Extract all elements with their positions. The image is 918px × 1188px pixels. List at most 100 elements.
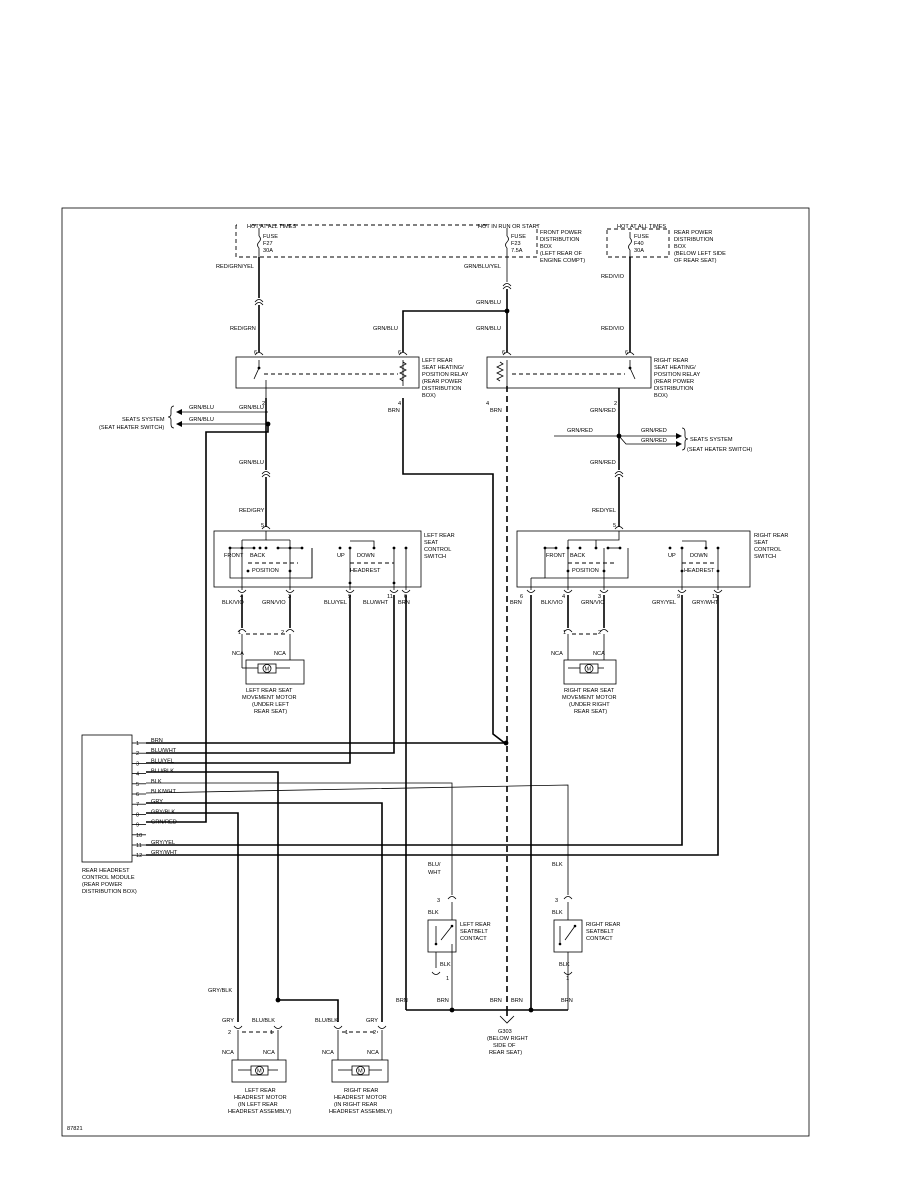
wire-label-grn-blu-6: GRN/BLU <box>189 417 214 423</box>
svg-text:MOVEMENT MOTOR: MOVEMENT MOTOR <box>242 695 297 701</box>
svg-text:(LEFT REAR OF: (LEFT REAR OF <box>540 251 582 257</box>
svg-text:CONTACT: CONTACT <box>586 936 613 942</box>
svg-text:LEFT REAR: LEFT REAR <box>422 358 453 364</box>
front-power-distribution-box <box>235 224 538 258</box>
seats-system-right: SEATS SYSTEM (SEAT HEATER SWITCH) <box>681 427 752 453</box>
svg-text:POSITION RELAY: POSITION RELAY <box>422 372 468 378</box>
svg-text:RIGHT REAR SEAT: RIGHT REAR SEAT <box>564 688 615 694</box>
svg-text:(REAR POWER: (REAR POWER <box>422 379 462 385</box>
left-rear-seat-motor-wiring: 1 2 NCA NCA M <box>232 595 305 685</box>
svg-text:REAR SEAT): REAR SEAT) <box>489 1050 522 1056</box>
front-dist-box-text: FRONT POWER DISTRIBUTION BOX (LEFT REAR … <box>540 230 585 264</box>
wire-label-grn-blu-4: GRN/BLU <box>239 405 264 411</box>
wire-label-blu-wht-belt-2: WHT <box>428 870 441 876</box>
fuse-f27-label: FUSE <box>263 234 278 240</box>
svg-text:2: 2 <box>262 401 265 407</box>
svg-text:1: 1 <box>345 1030 348 1036</box>
svg-text:RIGHT REAR: RIGHT REAR <box>754 533 788 539</box>
wire-label-gry-blk: GRY/BLK <box>208 988 232 994</box>
svg-text:2: 2 <box>614 401 617 407</box>
svg-text:(UNDER LEFT: (UNDER LEFT <box>252 702 290 708</box>
svg-text:NCA: NCA <box>263 1050 275 1056</box>
module-pin-wire-color: BLK/WHT <box>151 789 176 795</box>
wire-label-red-gry: RED/GRY <box>239 508 265 514</box>
svg-text:G303: G303 <box>498 1029 512 1035</box>
fuse-f40-label: FUSE <box>634 234 649 240</box>
wire-label-brn-right-relay: BRN <box>490 408 502 414</box>
wire-label-grn-blu-yel: GRN/BLU/YEL <box>464 264 501 270</box>
svg-text:REAR HEADREST: REAR HEADREST <box>82 868 130 874</box>
svg-text:RIGHT REAR: RIGHT REAR <box>586 922 620 928</box>
module-pin-wire-color: BLU/WHT <box>151 748 177 754</box>
seats-system-left: SEATS SYSTEM (SEAT HEATER SWITCH) <box>99 405 175 431</box>
svg-text:M: M <box>265 667 270 673</box>
svg-text:DOWN: DOWN <box>690 553 708 559</box>
wire-red-grn <box>254 257 264 352</box>
hot-at-all-times-label: HOT AT ALL TIMES <box>247 224 296 230</box>
svg-text:(REAR POWER: (REAR POWER <box>654 379 694 385</box>
svg-text:REAR POWER: REAR POWER <box>674 230 712 236</box>
wire-label-blu-yel-left: BLU/YEL <box>324 600 347 606</box>
wire-label-blu-blk-1: BLU/BLK <box>252 1018 275 1024</box>
left-seat-motor-label: LEFT REAR SEAT MOVEMENT MOTOR (UNDER LEF… <box>242 688 297 715</box>
right-rear-seat-control-switch: 5 FRONT BACK POSITION UP DOWN HEADREST <box>516 523 751 600</box>
svg-text:RIGHT REAR: RIGHT REAR <box>344 1088 378 1094</box>
fuse-f23-label: FUSE <box>511 234 526 240</box>
module-pin-wire-color: BRN <box>151 738 163 744</box>
wire-label-brn-right: BRN <box>510 600 522 606</box>
svg-text:SEAT HEATING/: SEAT HEATING/ <box>422 365 464 371</box>
wire-label-blu-blk-2: BLU/BLK <box>315 1018 338 1024</box>
wire-label-red-yel: RED/YEL <box>592 508 616 514</box>
fuse-f23-id: F23 <box>511 241 521 247</box>
svg-text:(BELOW RIGHT: (BELOW RIGHT <box>487 1036 529 1042</box>
wire-label-grn-blu-1: GRN/BLU <box>476 300 501 306</box>
svg-text:3: 3 <box>555 898 558 904</box>
svg-text:DISTRIBUTION: DISTRIBUTION <box>674 237 713 243</box>
left-relay-label: LEFT REAR SEAT HEATING/ POSITION RELAY (… <box>422 358 468 399</box>
left-seatbelt-label: LEFT REAR SEATBELT CONTACT <box>460 922 491 942</box>
wire-label-grn-blu-3: GRN/BLU <box>476 326 501 332</box>
module-pin-wire-color: GRN/RED <box>151 820 177 826</box>
figure-id: 87821 <box>67 1126 83 1132</box>
svg-text:SEAT: SEAT <box>424 540 439 546</box>
svg-text:UP: UP <box>668 553 676 559</box>
svg-text:M: M <box>587 667 592 673</box>
wire-label-blk-2: BLK <box>428 910 439 916</box>
svg-text:6: 6 <box>625 350 628 356</box>
fuse-f23-rating: 7.5A <box>511 248 523 254</box>
wire-label-brn-g2: BRN <box>437 998 449 1004</box>
svg-text:11: 11 <box>387 594 393 600</box>
wire-label-grn-red-bus: GRN/RED <box>567 428 593 434</box>
wire-left-relay-out <box>146 398 271 823</box>
svg-text:CONTACT: CONTACT <box>460 936 487 942</box>
svg-text:(UNDER RIGHT: (UNDER RIGHT <box>569 702 610 708</box>
module-pin-number: 3 <box>136 761 139 767</box>
wire-label-grn-red-4: GRN/RED <box>590 460 616 466</box>
svg-text:DISTRIBUTION: DISTRIBUTION <box>540 237 579 243</box>
svg-text:M: M <box>257 1069 262 1075</box>
svg-text:6: 6 <box>254 350 257 356</box>
right-seatbelt-label: RIGHT REAR SEATBELT CONTACT <box>586 922 620 942</box>
wire-label-grn-red-2: GRN/RED <box>641 428 667 434</box>
svg-text:6: 6 <box>502 350 505 356</box>
wire-left-relay-brn <box>402 398 507 745</box>
svg-text:(IN RIGHT REAR: (IN RIGHT REAR <box>334 1102 377 1108</box>
svg-text:BOX: BOX <box>540 244 552 250</box>
module-pin-number: 5 <box>136 782 139 788</box>
svg-text:M: M <box>358 1069 363 1075</box>
wire-label-blk-3: BLK <box>440 962 451 968</box>
svg-text:NCA: NCA <box>367 1050 379 1056</box>
wire-label-blu-wht-belt: BLU/ <box>428 862 441 868</box>
module-pin-number: 2 <box>136 751 139 757</box>
svg-text:BACK: BACK <box>570 553 586 559</box>
module-pin-number: 11 <box>136 843 142 849</box>
svg-text:SWITCH: SWITCH <box>424 554 446 560</box>
svg-text:1: 1 <box>238 630 241 636</box>
svg-text:6: 6 <box>520 594 523 600</box>
svg-text:CONTROL MODULE: CONTROL MODULE <box>82 875 135 881</box>
svg-text:1: 1 <box>566 976 569 982</box>
left-rear-seat-control-switch: 5 FRONT BACK POSITION UP DOWN HEADRE <box>213 523 422 600</box>
right-rear-headrest-motor-wiring: 1 2 NCA NCA M <box>322 1025 389 1083</box>
svg-text:SEATBELT: SEATBELT <box>586 929 614 935</box>
